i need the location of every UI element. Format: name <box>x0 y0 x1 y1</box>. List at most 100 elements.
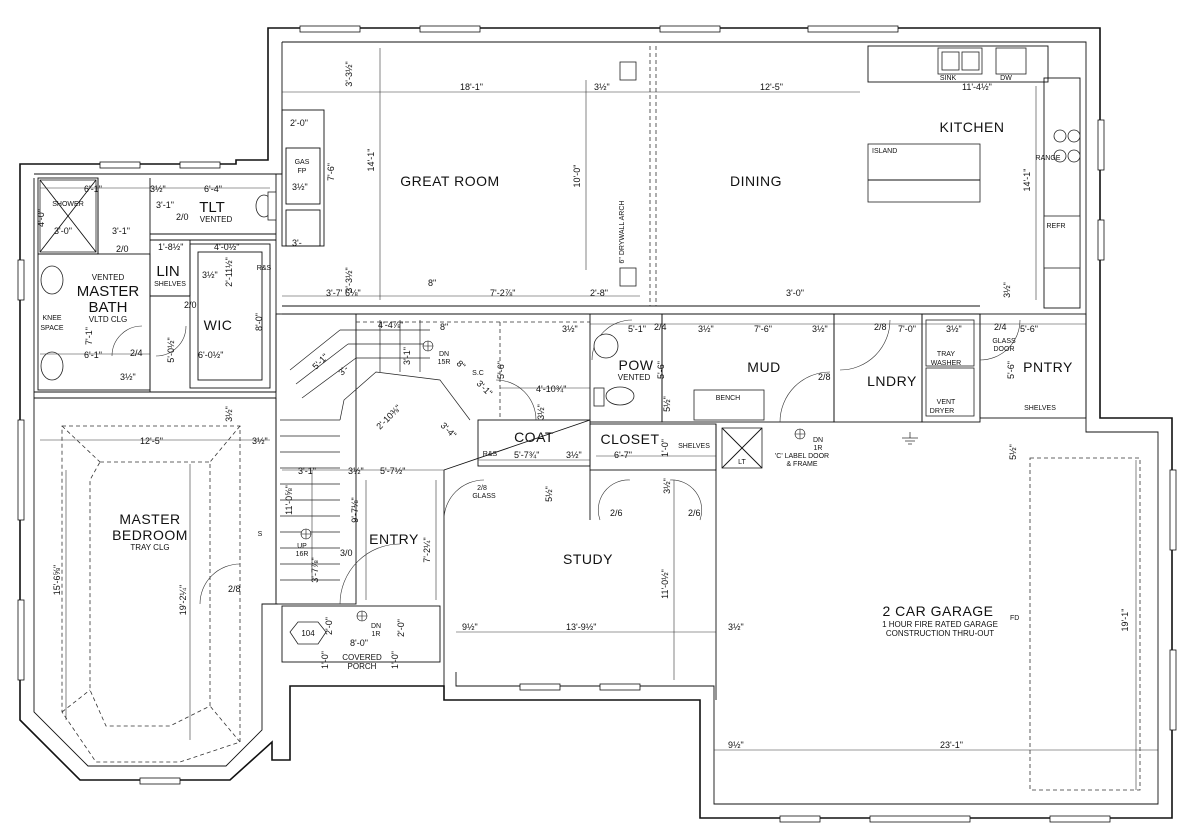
dim-10-0: 10'-0" <box>572 165 582 188</box>
dim-11-0-5-8: 11'-0⅝" <box>284 485 294 515</box>
dim-3half-e: 3½" <box>698 324 714 334</box>
dim-3half-mb2: 3½" <box>224 406 234 422</box>
label-dining: DINING <box>730 173 782 189</box>
label-master-bedroom-2: BEDROOM <box>112 527 188 543</box>
dim-4-4-7-8: 4'-4⅞" <box>378 320 403 330</box>
dim-3-3half-top: 3'-3½" <box>344 61 354 86</box>
dim-7-6: 7'-6" <box>326 163 336 181</box>
ground-symbol <box>902 432 918 445</box>
dim-6-7: 6'-7" <box>614 450 632 460</box>
dim-3half-st2: 3½" <box>728 622 744 632</box>
dim-3-4-st: 3'-4" <box>439 420 459 440</box>
dryer <box>925 367 975 417</box>
dim-11-0half: 11'-0½" <box>660 569 670 599</box>
dim-11-4half: 11'-4½" <box>962 82 992 92</box>
dim-9-7-1-8: 9'-7⅛" <box>350 497 360 522</box>
dim-8-0-porch: 8'-0" <box>350 638 368 648</box>
dim-3-1-b: 3'-1" <box>112 226 130 236</box>
dim-3-7-7-8: 3'-7⅞" <box>310 557 320 582</box>
label-stair-dn: DN <box>439 351 449 358</box>
label-glass-28: 2/8 <box>477 485 487 492</box>
label-gas: GAS <box>295 159 310 166</box>
dim-2-0-a: 2/0 <box>116 244 129 254</box>
label-master-bath-1: MASTER <box>77 283 140 300</box>
dim-2-11half: 2'-11½" <box>224 257 234 287</box>
label-dw: DW <box>1000 75 1012 82</box>
dim-9half-gar: 9½" <box>728 740 744 750</box>
kitchen-island <box>867 143 981 203</box>
dim-3half-a: 3½" <box>594 82 610 92</box>
label-tlt: TLT <box>199 199 225 216</box>
dim-7-0: 7'-0" <box>898 324 916 334</box>
label-door: DOOR <box>994 346 1015 353</box>
dim-3-1-st2: 3'-1" <box>475 378 495 398</box>
dim-3half-fp: 3½" <box>292 182 308 192</box>
label-coat: COAT <box>514 429 554 445</box>
exterior-walls <box>19 27 1173 819</box>
label-lin: LIN <box>156 263 179 280</box>
dim-3half-g: 3½" <box>946 324 962 334</box>
label-shelves-pntry: SHELVES <box>1024 405 1056 412</box>
dim-9half-st: 9½" <box>462 622 478 632</box>
dim-4-10-3-4: 4'-10¾" <box>536 384 566 394</box>
fixture-labels: ISLAND SINK DW RANGE REFR GAS FP SHOWER … <box>40 75 1065 638</box>
label-shower: SHOWER <box>52 201 84 208</box>
label-porch-number: 104 <box>301 629 315 638</box>
dim-3half-h: 3½" <box>566 450 582 460</box>
plumbing-fixtures <box>39 47 1081 645</box>
label-drywall-arch: 6" DRYWALL ARCH <box>619 201 626 264</box>
dim-3half-st: 3½" <box>662 478 672 494</box>
dim-3-1-entry: 3'-1" <box>298 466 316 476</box>
label-lin-shelves: SHELVES <box>154 281 186 288</box>
dim-5-0half: 5'-0½" <box>166 337 176 362</box>
label-fd: FD <box>1010 615 1019 622</box>
dim-23-1: 23'-1" <box>940 740 963 750</box>
label-master-bedroom-clg: TRAY CLG <box>130 543 169 552</box>
label-bench: BENCH <box>716 395 741 402</box>
label-pntry: PNTRY <box>1023 359 1073 375</box>
label-range: RANGE <box>1036 155 1061 162</box>
mud-bench <box>693 389 765 421</box>
dim-8-b: 8" <box>440 322 448 332</box>
column-north <box>619 61 637 81</box>
label-study: STUDY <box>563 551 613 567</box>
dim-2-0-porch2: 2'-0" <box>396 619 406 637</box>
dim-3-1-st3: 3'- <box>336 363 350 377</box>
dim-14-1-left: 14'-1" <box>366 149 376 172</box>
label-sc: S.C <box>472 370 484 377</box>
dim-5-6: 5'-6" <box>1020 324 1038 334</box>
dim-6-1-b: 6'-1" <box>84 350 102 360</box>
dim-6-1-bath: 6'-1" <box>84 184 102 194</box>
column-south <box>619 267 637 287</box>
dim-7-6-mud: 7'-6" <box>754 324 772 334</box>
label-mud: MUD <box>747 359 780 375</box>
label-shelves-closet: SHELVES <box>678 443 710 450</box>
dim-3-0-sh: 3'-0" <box>54 226 72 236</box>
dim-2-0: 2'-0" <box>290 118 308 128</box>
label-washer: WASHER <box>931 360 961 367</box>
label-closet: CLOSET <box>600 431 659 447</box>
dim-8-st: 8" <box>455 358 468 371</box>
dim-3-0-door: 3/0 <box>340 548 353 558</box>
dim-5half-st: 5½" <box>544 486 554 502</box>
dim-2-6-a: 2/6 <box>610 508 623 518</box>
staircase <box>280 320 471 581</box>
dim-1-0-porch: 1'-0" <box>320 651 330 669</box>
label-vent: VENT <box>937 399 956 406</box>
dim-2-0-porch: 2'-0" <box>324 617 334 635</box>
dim-2-8-lndry: 2/8 <box>874 322 887 332</box>
washer <box>925 319 975 367</box>
label-pow-vented: VENTED <box>618 373 651 382</box>
dim-5half-pow: 5½" <box>662 396 672 412</box>
label-island: ISLAND <box>872 148 897 155</box>
dim-13-9half: 13'-9½" <box>566 622 596 632</box>
dim-3half-entry: 3½" <box>348 466 364 476</box>
label-garage-note-2: CONSTRUCTION THRU-OUT <box>886 629 994 638</box>
label-master-bath-clg: VLTD CLG <box>89 315 128 324</box>
dim-14-1-right: 14'-1" <box>1022 169 1032 192</box>
dimension-lines <box>40 48 1158 790</box>
dim-8-a: 8" <box>428 278 436 288</box>
label-knee: KNEE <box>42 315 61 322</box>
dim-19-1: 19'-1" <box>1120 609 1130 632</box>
dim-2-8: 2'-8" <box>590 288 608 298</box>
